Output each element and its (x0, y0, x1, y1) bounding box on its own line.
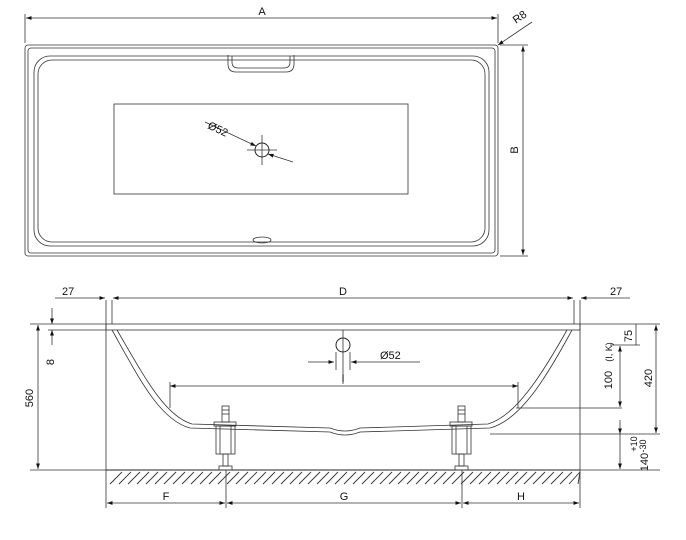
dim-100-label: 100 (603, 371, 615, 389)
tub-rim-section (105, 323, 581, 331)
dim-b-label: B (509, 146, 521, 153)
tub-flat-bottom (113, 103, 409, 195)
dim-a-label: A (258, 6, 266, 18)
dim-75-label: 75 (623, 330, 635, 342)
overflow-outlet (252, 236, 272, 244)
tub-body-outer (111, 329, 573, 436)
leg-right (449, 405, 473, 471)
top-view: Ø52 A B R8 (24, 6, 533, 257)
dim-i-label: I (341, 373, 344, 385)
dim-h-label: H (517, 491, 525, 503)
dim-27-left-label: 27 (62, 286, 74, 298)
dim-8-label: 8 (45, 359, 57, 365)
tub-outer-rim (24, 44, 499, 257)
dim-140-label: 140 (639, 453, 651, 471)
dim-f-label: F (163, 491, 170, 503)
tub-rim-inner-line (27, 47, 496, 254)
side-view: D 27 27 8 560 Ø52 I (24, 286, 660, 508)
side-drain-diameter-label: Ø52 (380, 350, 401, 362)
radius-label: R8 (511, 9, 529, 27)
tub-basin-outline (33, 55, 490, 247)
dim-g-label: G (340, 491, 349, 503)
tub-basin-inner-line (37, 59, 486, 243)
overflow-handle (227, 55, 295, 73)
top-drain-diameter-label: Ø52 (206, 120, 230, 140)
floor-hatch (109, 471, 581, 485)
radius-leader (497, 21, 533, 46)
dim-27-right-label: 27 (610, 286, 622, 298)
dim-560-label: 560 (24, 389, 36, 407)
dim-d-label: D (339, 286, 347, 298)
dim-minus30-label: -30 (638, 439, 648, 452)
dim-plus10-label: +10 (629, 436, 639, 451)
tub-body-inner (116, 329, 568, 432)
dim-420-label: 420 (643, 369, 655, 387)
dim-100-note: (I, K) (604, 342, 614, 362)
leg-left (213, 405, 237, 471)
